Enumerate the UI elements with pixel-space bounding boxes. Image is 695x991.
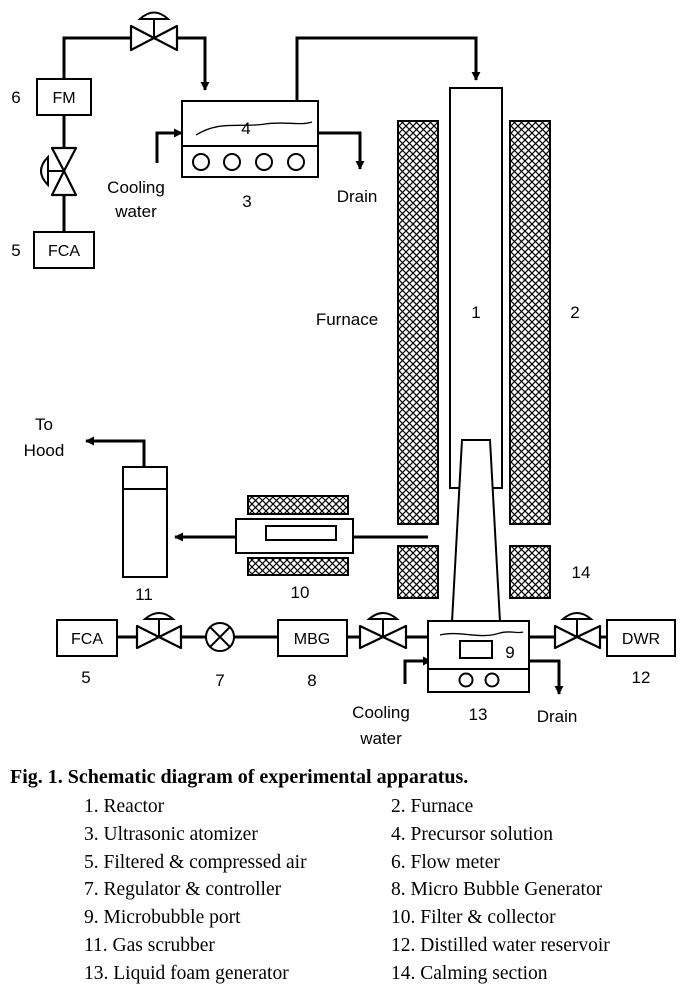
- dwr-box: [606, 619, 676, 657]
- furnace-left-wall: [397, 120, 439, 525]
- legend-item: 9. Microbubble port: [84, 907, 241, 929]
- label-2: 2: [570, 303, 579, 322]
- gas-scrubber: [122, 466, 168, 578]
- fca-box-bottom: [56, 619, 118, 657]
- label-3: 3: [242, 192, 251, 211]
- legend-item: 4. Precursor solution: [391, 823, 553, 845]
- label-cooling-top: Cooling: [107, 178, 165, 197]
- label-water-bottom: water: [359, 729, 402, 748]
- label-11: 11: [135, 585, 153, 604]
- fca-box-bottom-label: FCA: [71, 631, 103, 648]
- dwr-box-label: DWR: [622, 631, 660, 648]
- label-furnace: Furnace: [316, 310, 378, 329]
- legend-item: 5. Filtered & compressed air: [84, 851, 307, 873]
- valve-icon-top: [129, 11, 179, 52]
- label-cooling-bottom: Cooling: [352, 703, 410, 722]
- calming-left-block: [397, 545, 439, 599]
- valve-icon-air: [135, 612, 183, 650]
- label-12: 12: [632, 668, 651, 687]
- legend-item: 6. Flow meter: [391, 851, 500, 873]
- label-water-top: water: [114, 202, 157, 221]
- label-1: 1: [471, 303, 480, 322]
- liquid-foam-generator: [427, 620, 530, 693]
- label-6: 6: [11, 88, 20, 107]
- label-drain-bottom: Drain: [537, 707, 578, 726]
- label-7: 7: [215, 671, 224, 690]
- label-drain-top: Drain: [337, 187, 378, 206]
- legend-column-2: 2. Furnace 4. Precursor solution 6. Flow…: [391, 793, 610, 988]
- mbg-box-label: MBG: [294, 631, 330, 648]
- mbg-box: [277, 619, 348, 657]
- legend-item: 11. Gas scrubber: [84, 934, 215, 956]
- figure-caption: Fig. 1. Schematic diagram of experimenta…: [10, 766, 469, 788]
- valve-icon-dwr: [553, 612, 602, 650]
- filter-collector: [235, 495, 354, 576]
- legend-item: 1. Reactor: [84, 796, 165, 817]
- regulator-symbol: [205, 622, 235, 652]
- legend-item: 13. Liquid foam generator: [84, 962, 289, 984]
- label-4: 4: [241, 119, 250, 138]
- label-5-bottom: 5: [81, 668, 90, 687]
- fca-box-top: [33, 231, 95, 269]
- fca-box-top-label: FCA: [48, 243, 80, 260]
- gas-lines: [62, 36, 607, 695]
- furnace-right-wall: [509, 120, 551, 525]
- label-5-top: 5: [11, 241, 20, 260]
- legend-item: 7. Regulator & controller: [84, 879, 282, 901]
- label-8: 8: [307, 671, 316, 690]
- legend-item: 2. Furnace: [391, 796, 474, 817]
- label-13: 13: [469, 705, 488, 724]
- label-hood: Hood: [24, 441, 65, 460]
- fm-box: [36, 78, 92, 116]
- legend-item: 12. Distilled water reservoir: [391, 934, 610, 956]
- label-to: To: [35, 415, 53, 434]
- legend-item: 10. Filter & collector: [391, 907, 556, 929]
- fm-box-label: FM: [52, 90, 75, 107]
- calming-right-block: [509, 545, 551, 599]
- reactor-tube: [449, 87, 503, 489]
- legend-item: 8. Micro Bubble Generator: [391, 879, 603, 901]
- legend-item: 14. Calming section: [391, 962, 548, 984]
- valve-icon-mbg: [358, 612, 408, 650]
- legend-item: 3. Ultrasonic atomizer: [84, 823, 258, 845]
- valve-icon-vertical: [40, 146, 78, 197]
- apparatus-diagram: FM FCA FCA MBG DWR 1 2 3 4 5 5 6 7 8 9 1…: [11, 11, 676, 748]
- ultrasonic-atomizer: [181, 100, 319, 178]
- label-14: 14: [572, 563, 591, 582]
- legend-column-1: 1. Reactor 3. Ultrasonic atomizer 5. Fil…: [84, 793, 307, 988]
- label-9: 9: [505, 643, 514, 662]
- label-10: 10: [291, 583, 310, 602]
